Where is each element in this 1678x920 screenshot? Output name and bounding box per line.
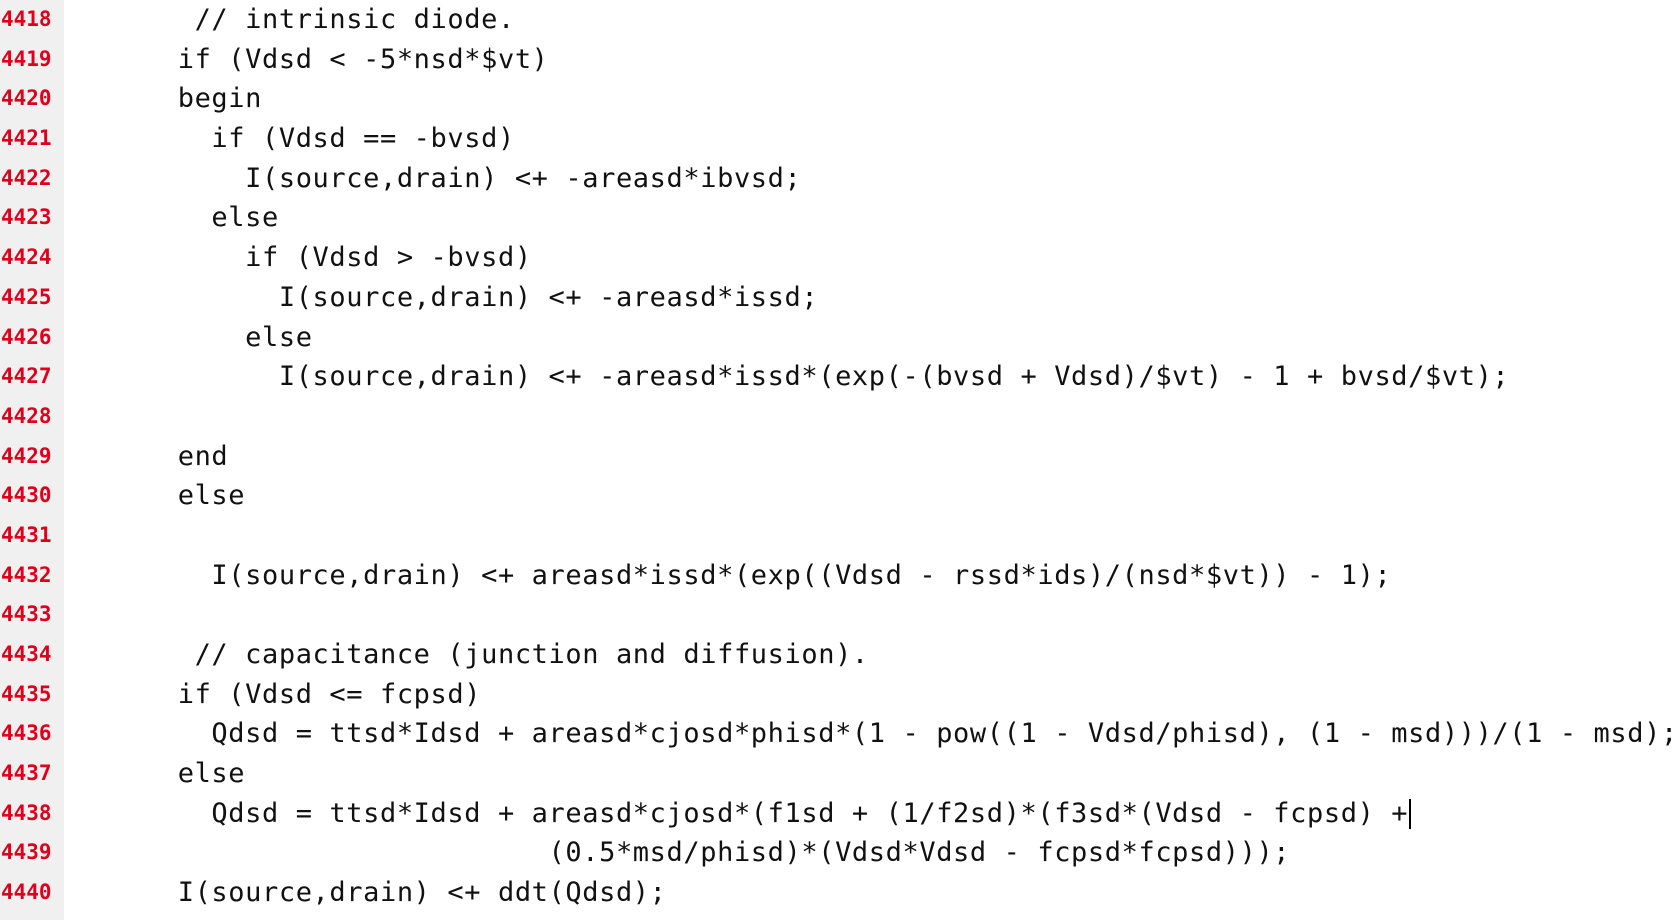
line-number: 4424 xyxy=(1,245,52,270)
line-number: 4434 xyxy=(1,642,52,666)
code-line[interactable]: // intrinsic diode. xyxy=(144,4,515,35)
code-line-with-caret[interactable]: Qdsd = ttsd*Idsd + areasd*cjosd*(f1sd + … xyxy=(64,794,1678,834)
line-number: 4428 xyxy=(1,403,52,428)
code-line[interactable] xyxy=(64,516,1678,556)
code-line[interactable]: if (Vdsd <= fcpsd) xyxy=(144,678,482,710)
code-line[interactable]: end xyxy=(144,440,229,472)
code-line[interactable]: I(source,drain) <+ areasd*issd*(exp((Vds… xyxy=(144,559,1392,591)
line-number-gutter: 4418 4419 4420 4421 4422 4423 4424 4425 … xyxy=(0,0,64,920)
line-number: 4419 xyxy=(1,46,52,71)
code-line[interactable]: if (Vdsd < -5*nsd*$vt) xyxy=(144,43,549,75)
code-line[interactable] xyxy=(64,595,1678,635)
code-line[interactable]: I(source,drain) <+ -areasd*issd; xyxy=(144,281,819,313)
code-line[interactable]: // capacitance (junction and diffusion). xyxy=(144,639,869,670)
code-line[interactable]: begin xyxy=(144,83,262,115)
code-line[interactable]: I(source,drain) <+ -areasd*ibvsd; xyxy=(144,162,802,194)
line-number: 4431 xyxy=(1,522,52,547)
code-line[interactable]: else xyxy=(144,202,279,234)
line-number: 4439 xyxy=(1,840,52,865)
line-number: 4425 xyxy=(1,284,52,309)
line-number: 4423 xyxy=(1,205,52,230)
code-line[interactable]: else xyxy=(144,758,246,790)
code-line[interactable]: if (Vdsd > -bvsd) xyxy=(144,242,532,274)
line-number: 4421 xyxy=(1,126,52,151)
text-caret xyxy=(1409,799,1412,830)
code-line[interactable]: else xyxy=(144,480,246,512)
code-text-area[interactable]: // intrinsic diode. if (Vdsd < -5*nsd*$v… xyxy=(64,0,1678,920)
code-line[interactable]: if (Vdsd == -bvsd) xyxy=(144,123,515,155)
line-number: 4427 xyxy=(1,364,52,389)
line-number: 4438 xyxy=(1,800,52,825)
line-number: 4433 xyxy=(1,602,52,627)
line-number: 4422 xyxy=(1,165,52,190)
code-line[interactable]: (0.5*msd/phisd)*(Vdsd*Vdsd - fcpsd*fcpsd… xyxy=(144,837,1291,869)
line-number: 4436 xyxy=(1,721,52,746)
line-number: 4429 xyxy=(1,443,52,468)
code-line-text[interactable]: Qdsd = ttsd*Idsd + areasd*cjosd*(f1sd + … xyxy=(144,797,1409,829)
code-line[interactable]: I(source,drain) <+ ddt(Qdsd); xyxy=(144,877,667,909)
code-line[interactable]: else xyxy=(144,321,313,353)
code-line[interactable]: Qdsd = ttsd*Idsd + areasd*cjosd*phisd*(1… xyxy=(144,718,1678,750)
line-number: 4432 xyxy=(1,562,52,587)
code-line[interactable] xyxy=(64,397,1678,437)
line-number: 4440 xyxy=(1,880,52,905)
line-number: 4420 xyxy=(1,86,52,111)
code-line[interactable]: I(source,drain) <+ -areasd*issd*(exp(-(b… xyxy=(144,361,1510,393)
line-number: 4418 xyxy=(1,7,52,31)
line-number: 4437 xyxy=(1,761,52,786)
line-number: 4430 xyxy=(1,483,52,508)
line-number: 4435 xyxy=(1,681,52,706)
line-number: 4426 xyxy=(1,324,52,349)
